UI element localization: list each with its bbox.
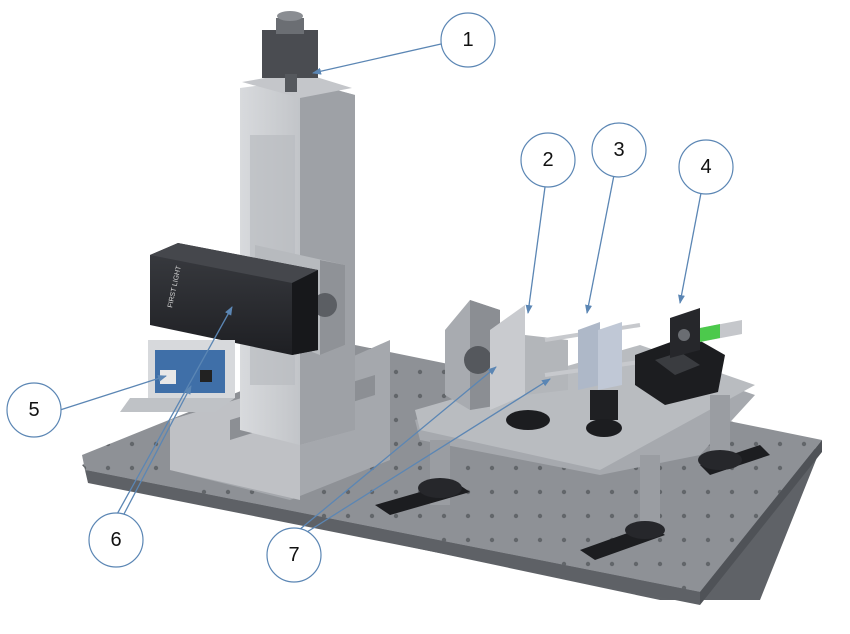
- callout-6: 6: [88, 512, 144, 568]
- leader-3: [585, 174, 615, 314]
- callout-circle: [6, 382, 62, 438]
- leader-5: [59, 375, 167, 411]
- leader-2: [525, 186, 546, 314]
- callout-circle: [678, 139, 734, 195]
- callout-5: 5: [6, 382, 62, 438]
- callout-circle: [440, 12, 496, 68]
- leader-7b: [306, 378, 551, 533]
- leader-4: [678, 192, 702, 304]
- callout-circle: [88, 512, 144, 568]
- leader-1: [312, 43, 442, 75]
- electronics-enclosure: [120, 340, 235, 412]
- callout-4: 4: [678, 139, 734, 195]
- callout-circle: [591, 122, 647, 178]
- xy-translation-stage: [635, 308, 742, 405]
- base-clamps: [375, 445, 770, 560]
- leader-7a: [292, 366, 497, 536]
- callout-label: 7: [288, 544, 299, 566]
- stepper-motor: [262, 11, 318, 92]
- callout-3: 3: [591, 122, 647, 178]
- callout-label: 4: [700, 156, 711, 178]
- callout-label: 2: [542, 149, 553, 171]
- callout-label: 5: [28, 399, 39, 421]
- callout-7: 7: [266, 527, 322, 583]
- callout-label: 1: [462, 29, 473, 51]
- leader-6a: [115, 306, 233, 517]
- callout-circle: [266, 527, 322, 583]
- callout-circle: [520, 132, 576, 188]
- callout-label: 6: [110, 529, 121, 551]
- sample-holder: [578, 322, 622, 437]
- callout-1: 1: [440, 12, 496, 68]
- camera: FIRST LIGHT: [150, 243, 318, 355]
- leader-lines: [59, 43, 702, 536]
- callout-label: 3: [613, 139, 624, 161]
- leader-6b: [123, 385, 192, 515]
- callout-2: 2: [520, 132, 576, 188]
